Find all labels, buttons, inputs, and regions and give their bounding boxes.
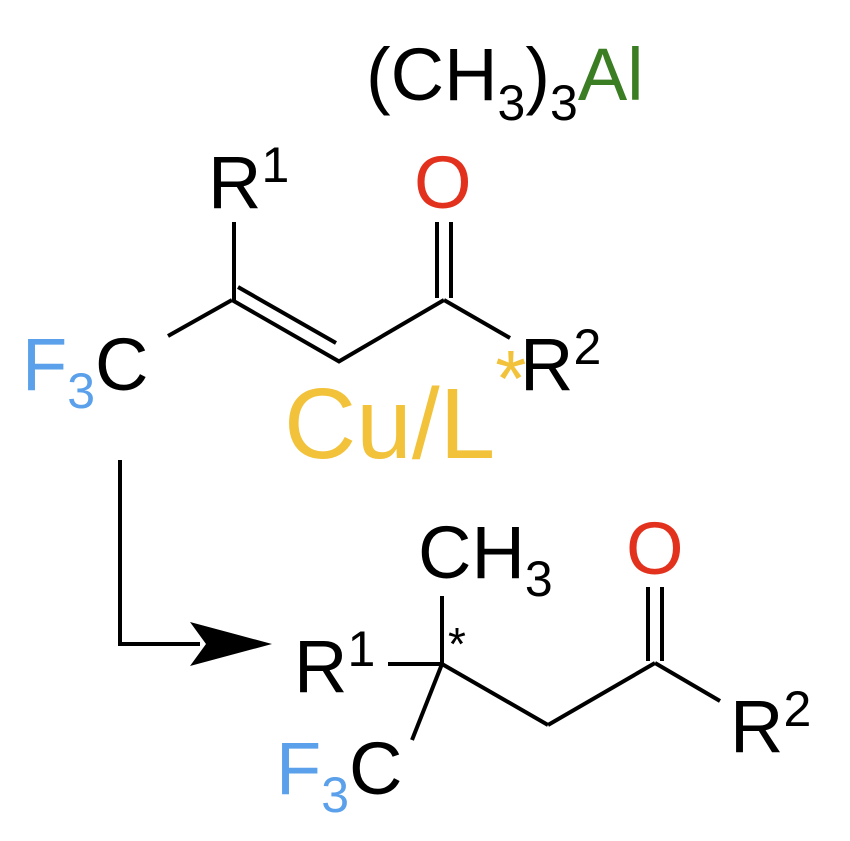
substrate-r1: R1 (208, 137, 289, 224)
product-oxygen: O (626, 507, 684, 590)
reagent-close-paren: ) (525, 33, 550, 116)
reagent-trimethylaluminum: (CH3)3Al (366, 33, 644, 131)
bond-cc-double-inner (237, 285, 337, 345)
substrate-cf3: F3C (22, 323, 148, 419)
product-methyl: CH3 (418, 511, 553, 607)
catalyst-label: Cu/L* (284, 334, 526, 480)
product-stereo-star: * (448, 618, 466, 670)
arrow-shaft (118, 460, 200, 646)
bond-cf3-alkene (167, 298, 233, 338)
bond-quat-ch2 (441, 662, 549, 727)
product-bonds (388, 587, 722, 741)
reaction-arrow (118, 460, 272, 666)
bond-cc-double-outer (231, 298, 341, 364)
reagent-subscript: 3 (550, 75, 578, 131)
substrate-labels: R1 O R2 F3C (22, 137, 601, 419)
substrate-r2: R2 (520, 319, 601, 406)
substrate-bonds (167, 222, 511, 364)
reagent-ch-text: (CH (366, 33, 498, 116)
catalyst-star: * (495, 334, 526, 423)
product-r2: R2 (730, 681, 811, 768)
reagent-subscript: 3 (498, 75, 526, 131)
bond-carbonyl-r2 (443, 298, 511, 340)
catalyst-cu-l: Cu/L (284, 368, 495, 480)
svg-text:Cu/L*: Cu/L* (284, 334, 526, 480)
arrow-head (190, 622, 272, 666)
bond-product-carbonyl-r2 (653, 661, 722, 703)
product-labels: CH3 O R1 * R2 F3C (276, 507, 811, 823)
substrate-oxygen: O (414, 141, 472, 224)
bond-ch2-carbonyl (546, 661, 657, 727)
product-cf3: F3C (276, 727, 402, 823)
svg-text:(CH3)3Al: (CH3)3Al (366, 33, 644, 131)
reagent-metal-al: Al (578, 33, 644, 116)
bond-ch-carbonyl (336, 298, 446, 364)
bond-quat-cf3 (410, 663, 444, 741)
product-r1: R1 (294, 621, 375, 708)
